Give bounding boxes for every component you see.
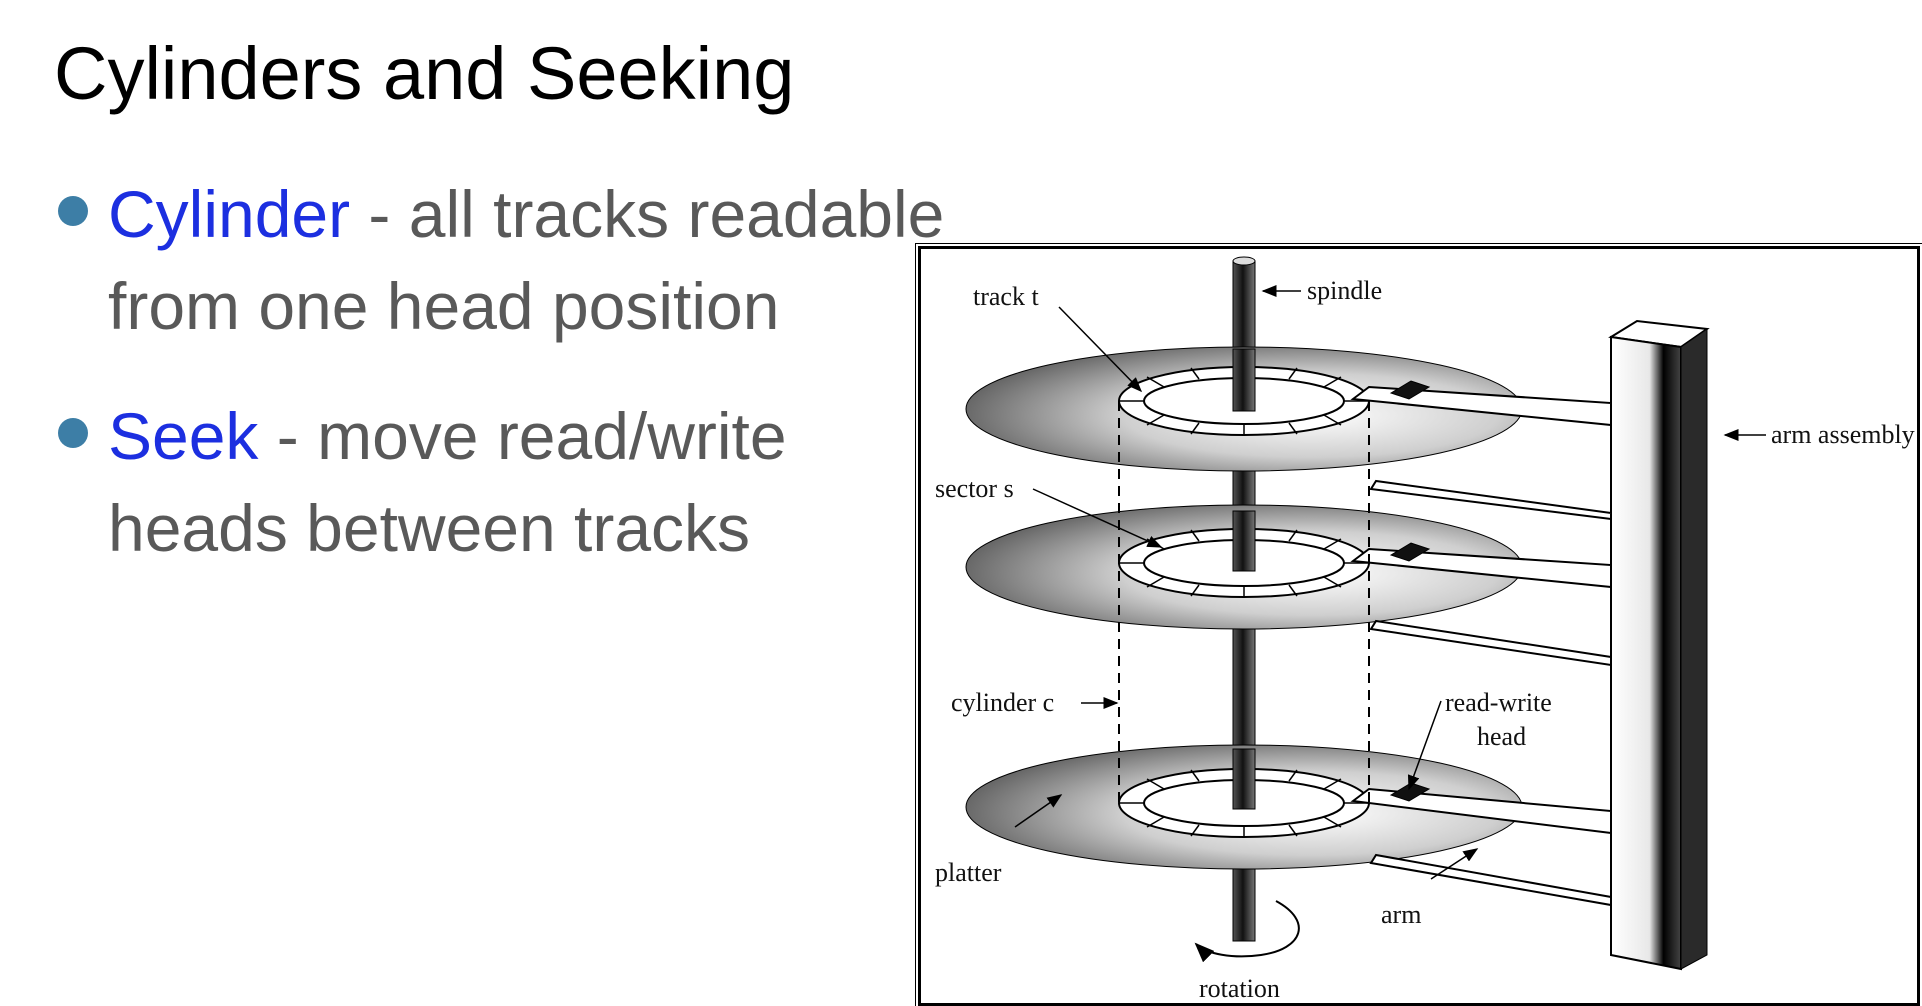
platter-bottom xyxy=(965,744,1523,870)
label-platter: platter xyxy=(935,858,1002,887)
label-rotation: rotation xyxy=(1199,974,1280,1003)
disk-diagram: spindle track t arm assembly sector s cy… xyxy=(915,243,1922,1006)
label-arm: arm xyxy=(1381,900,1421,929)
platter-top xyxy=(965,346,1523,472)
bullet-description: - move read/write heads between tracks xyxy=(108,399,787,565)
rotation-arrow xyxy=(1194,900,1300,963)
label-spindle: spindle xyxy=(1307,276,1382,305)
annotation-leaders xyxy=(1014,285,1766,880)
bullet-item-seek: Seek - move read/write heads between tra… xyxy=(54,390,954,574)
arm-bottom xyxy=(1350,782,1612,907)
platter-middle xyxy=(965,504,1523,630)
arm-assembly xyxy=(1608,319,1710,971)
bullet-term: Cylinder xyxy=(108,177,351,251)
bullet-term: Seek xyxy=(108,399,259,473)
slide-title: Cylinders and Seeking xyxy=(54,32,795,115)
bullet-text: Seek - move read/write heads between tra… xyxy=(108,390,954,574)
bullet-dot xyxy=(58,196,88,226)
label-cylinder: cylinder c xyxy=(951,688,1054,717)
label-read-write-head-line1: read-write xyxy=(1445,688,1552,717)
bullet-description: - all tracks readable from one head posi… xyxy=(108,177,945,343)
label-arm-assembly: arm assembly xyxy=(1771,420,1915,449)
label-track: track t xyxy=(973,282,1039,311)
label-read-write-head-line2: head xyxy=(1477,722,1526,751)
bullet-text: Cylinder - all tracks readable from one … xyxy=(108,168,954,352)
label-sector: sector s xyxy=(935,474,1014,503)
disk-diagram-svg: spindle track t arm assembly sector s cy… xyxy=(935,256,1915,1003)
bullet-list: Cylinder - all tracks readable from one … xyxy=(54,168,954,612)
bullet-dot xyxy=(58,418,88,448)
bullet-item-cylinder: Cylinder - all tracks readable from one … xyxy=(54,168,954,352)
arm-top xyxy=(1350,380,1612,521)
arm-middle xyxy=(1350,542,1612,667)
